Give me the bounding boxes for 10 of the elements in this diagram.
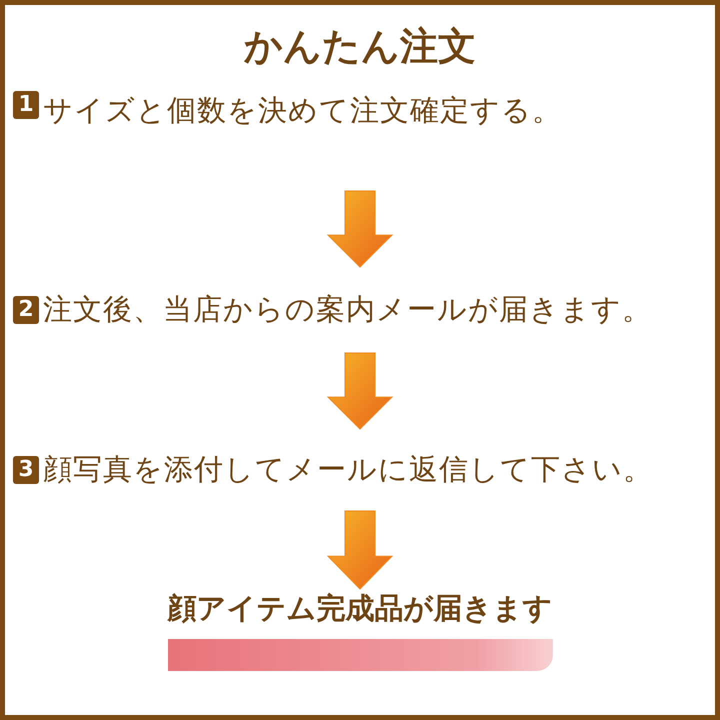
down-arrow xyxy=(326,190,394,268)
step-text: サイズと個数を決めて注文確定する。 xyxy=(43,92,562,129)
title: かんたん注文 xyxy=(243,23,477,70)
down-arrow xyxy=(326,510,394,590)
step-number-badge: 1 xyxy=(13,91,39,119)
step-number-badge: 3 xyxy=(13,456,39,484)
step-number-badge: 2 xyxy=(13,296,39,324)
step-text: 顔写真を添付してメールに返信して下さい。 xyxy=(43,451,653,488)
step-text: 注文後、当店からの案内メールが届きます。 xyxy=(43,291,652,328)
down-arrow xyxy=(326,352,394,430)
